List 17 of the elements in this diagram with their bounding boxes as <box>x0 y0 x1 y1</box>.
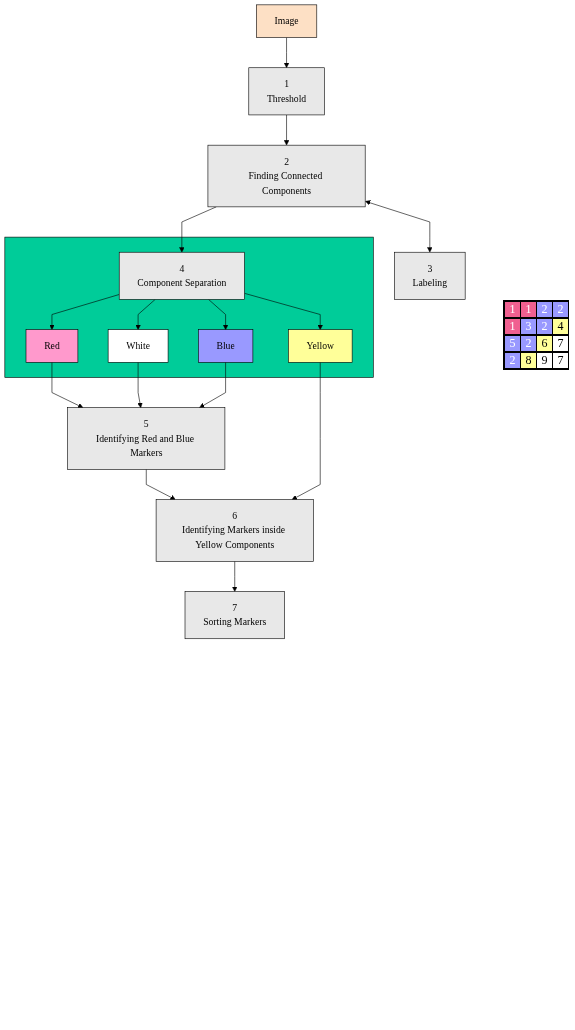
node-box: 2 Finding Connected Components <box>207 144 366 208</box>
node-box: 3 Labeling <box>394 251 466 300</box>
grid-cell-number: 7 <box>552 335 569 352</box>
node-box: 1 Threshold <box>248 67 325 116</box>
grid-cell-number: 2 <box>552 301 569 318</box>
node-box: Image <box>256 4 318 38</box>
cluster <box>4 236 374 378</box>
node-box: Yellow <box>288 329 353 363</box>
grid-cell-number: 4 <box>552 318 569 335</box>
node-box: White <box>107 329 169 363</box>
grid-cell-number: 7 <box>552 352 569 369</box>
node-box: 5 Identifying Red and Blue Markers <box>67 407 226 470</box>
node-box: 7 Sorting Markers <box>184 591 285 640</box>
node-box: Blue <box>198 329 254 363</box>
node-box: 6 Identifying Markers inside Yellow Components <box>155 499 314 562</box>
node-box: Red <box>25 329 79 363</box>
node-box: 4 Component Separation <box>118 251 245 300</box>
